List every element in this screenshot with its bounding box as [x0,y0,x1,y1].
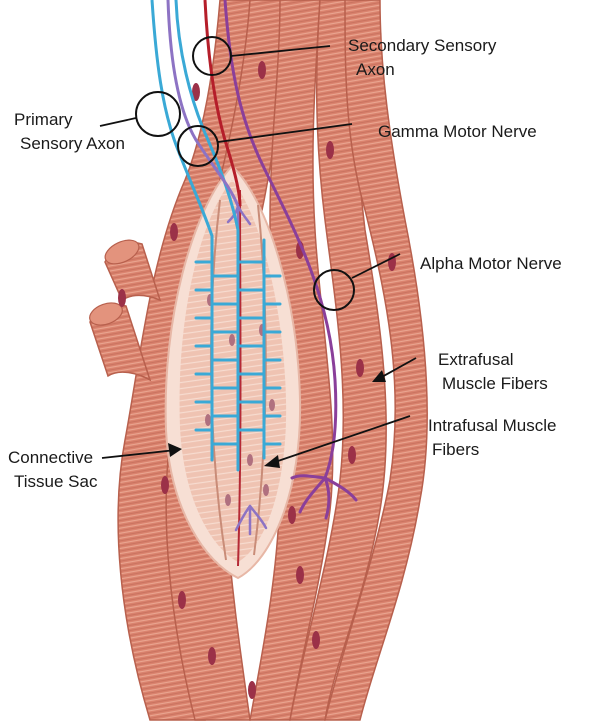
label-secondary-sensory-axon: Secondary Sensory Axon [348,34,496,82]
label-gamma-motor-nerve: Gamma Motor Nerve [378,120,537,144]
label-connective-tissue-sac: Connective Tissue Sac [8,446,97,494]
label-alpha-motor-nerve: Alpha Motor Nerve [420,252,562,276]
label-extrafusal-muscle-fibers: Extrafusal Muscle Fibers [438,348,548,396]
label-primary-sensory-axon: Primary Sensory Axon [14,108,125,156]
primary-sensory-axon-marker [136,92,180,136]
label-intrafusal-muscle-fibers: Intrafusal Muscle Fibers [428,414,557,462]
